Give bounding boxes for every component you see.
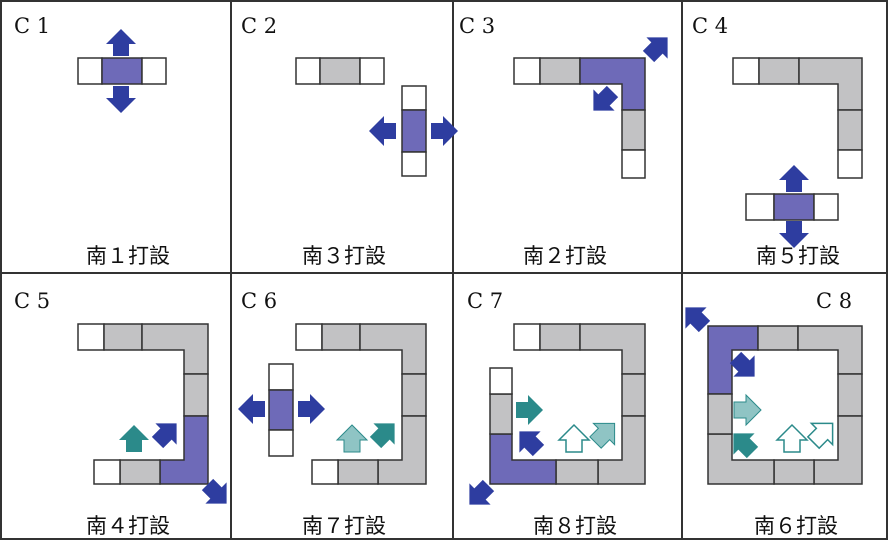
cell-caption: 南１打設: [86, 244, 170, 268]
cell-label: C 8: [816, 289, 852, 313]
block-column: [401, 85, 427, 177]
cell-label: C 4: [692, 14, 728, 38]
block-l-shape: [732, 57, 863, 179]
cell-c4: C 4 南５打設: [692, 14, 863, 268]
cell-caption: 南５打設: [756, 244, 840, 268]
cell-c3: C 3 南２打設: [459, 14, 679, 268]
block-ring: [77, 323, 209, 485]
block-ring: [489, 323, 646, 485]
cell-c7: C 7 南８打設: [458, 289, 646, 538]
arrow-diagonal-in-icon: [146, 412, 188, 454]
arrow-teal-right-icon: [516, 395, 543, 425]
arrow-left-icon: [238, 394, 265, 424]
block-column: [268, 363, 294, 457]
block-row: [77, 57, 167, 85]
cell-caption: 南４打設: [86, 514, 170, 538]
cell-label: C 7: [467, 289, 503, 313]
cell-caption: 南２打設: [523, 244, 607, 268]
arrow-light-icon: [558, 424, 590, 453]
block-row: [745, 193, 839, 221]
cell-label: C 3: [459, 14, 495, 38]
cell-caption: 南３打設: [302, 244, 386, 268]
cell-c8: C 8 南６打設: [674, 289, 863, 538]
arrow-teal-icon: [364, 412, 406, 454]
arrow-light-diagonal-icon: [584, 412, 626, 454]
arrow-right-icon: [298, 394, 325, 424]
cell-caption: 南７打設: [302, 514, 386, 538]
cell-c5: C 5 南４打設: [14, 289, 238, 538]
arrow-light-icon: [336, 424, 368, 453]
arrow-light-icon: [776, 424, 808, 453]
cell-caption: 南８打設: [533, 514, 617, 538]
block-l-shape: [513, 57, 646, 179]
cell-label: C 1: [14, 14, 50, 38]
arrow-diagonal-in-icon: [582, 80, 624, 122]
cell-c1: C 1 南１打設: [14, 14, 170, 268]
cell-caption: 南６打設: [754, 514, 838, 538]
cell-label: C 2: [241, 14, 277, 38]
arrow-up-icon: [779, 165, 809, 192]
arrow-left-icon: [369, 116, 396, 146]
cell-c6: C 6 南７打設: [238, 289, 427, 538]
arrow-down-icon: [106, 86, 136, 113]
arrow-teal-icon: [119, 425, 149, 452]
arrow-up-icon: [106, 29, 136, 56]
arrow-diagonal-in-icon: [508, 420, 550, 462]
cell-c2: C 2 南３打設: [241, 14, 458, 268]
block-ring: [707, 325, 863, 485]
cell-label: C 6: [241, 289, 277, 313]
arrow-teal-right-icon: [733, 394, 762, 426]
cell-label: C 5: [14, 289, 50, 313]
block-ring: [295, 323, 427, 485]
block-row: [295, 57, 385, 85]
arrow-light-diagonal-icon: [802, 412, 844, 454]
